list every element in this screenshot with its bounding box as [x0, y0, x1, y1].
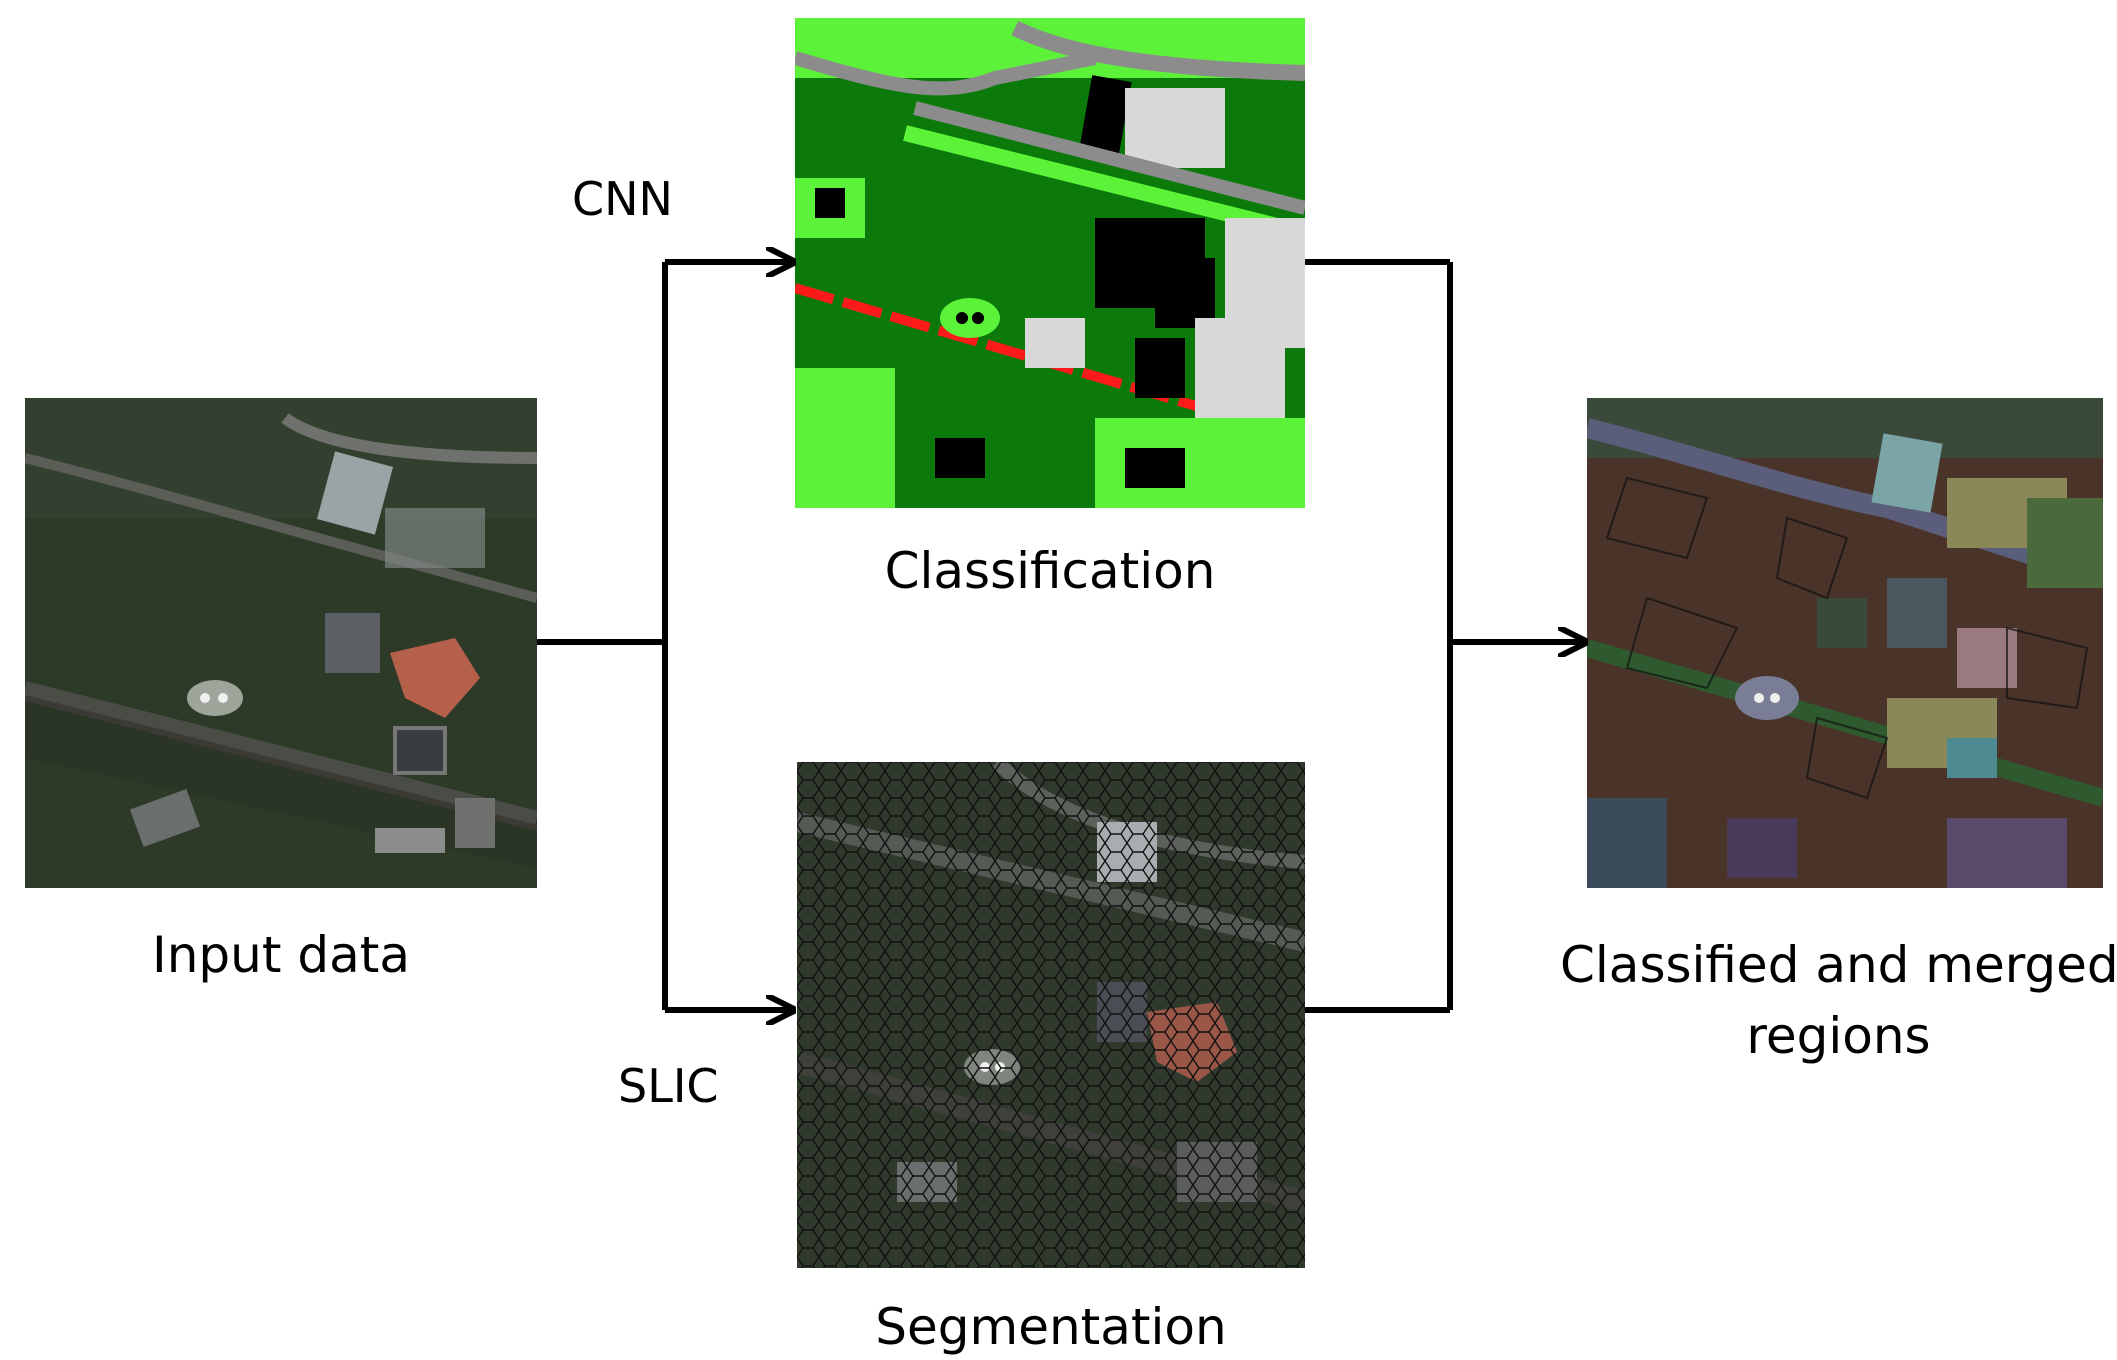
input-image: [25, 398, 537, 888]
slic-label: SLIC: [618, 1059, 719, 1113]
cnn-label: CNN: [572, 172, 673, 226]
merged-caption-line1: Classified and merged: [1560, 936, 2117, 994]
segmentation-image: [797, 762, 1305, 1268]
merged-regions-image: [1587, 398, 2103, 888]
segmentation-caption: Segmentation: [875, 1298, 1227, 1356]
classification-image: [795, 18, 1305, 508]
classification-caption: Classification: [884, 542, 1216, 600]
merged-caption-line2: regions: [1746, 1007, 1931, 1065]
input-caption: Input data: [152, 926, 410, 984]
